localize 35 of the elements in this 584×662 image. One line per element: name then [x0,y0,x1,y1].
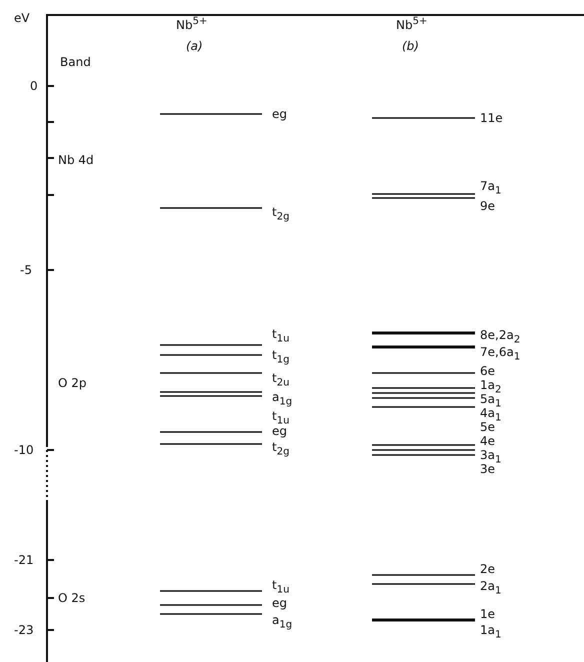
tick-label: -21 [14,553,34,567]
column-header: Nb$^{5+}$ [176,15,208,32]
level-label: eg [272,596,287,610]
tick-label: 0 [30,79,38,93]
level-label: 4e [480,434,496,448]
level-label: 7a$_{1}$ [480,179,502,198]
band-label: O 2p [58,376,87,390]
level-label: a$_{1g}$ [272,613,292,632]
level-label: 1e [480,607,496,621]
band-heading: Band [60,55,91,69]
column-header: (b) [402,39,419,53]
tick-label: -5 [20,263,32,277]
level-label: 1a$_{1}$ [480,623,502,642]
column-header: (a) [186,39,203,53]
band-label: Nb 4d [58,153,94,167]
band-label: O 2s [58,591,86,605]
level-label: 8e,2a$_{2}$ [480,328,520,347]
level-label: 6e [480,364,496,378]
level-label: t$_{2g}$ [272,440,290,460]
level-label: t$_{1g}$ [272,348,290,368]
column-header: Nb$^{5+}$ [396,15,428,32]
level-label: t$_{2u}$ [272,371,290,390]
level-label: t$_{1u}$ [272,578,290,598]
level-label: 7e,6a$_{1}$ [480,345,520,364]
level-label: t$_{1u}$ [272,327,290,346]
level-label: a$_{1g}$ [272,390,292,410]
level-label: 9e [480,199,496,213]
tick-label: -23 [14,623,34,637]
tick-label: -10 [14,443,34,457]
level-label: 2e [480,562,496,576]
level-label: 11e [480,111,503,125]
level-label: t$_{2g}$ [272,205,290,224]
level-label: eg [272,107,287,121]
axis-unit: eV [14,11,30,25]
level-label: 2a$_{1}$ [480,579,502,598]
